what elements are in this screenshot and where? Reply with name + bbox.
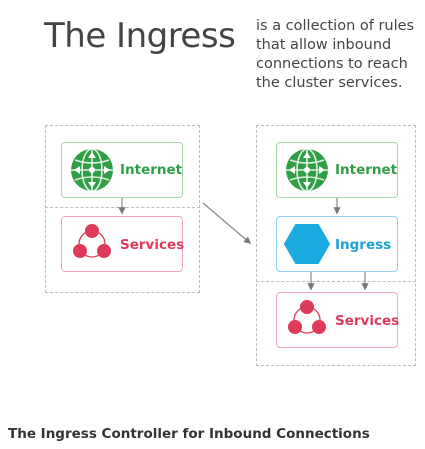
- diagram-title: The Ingress: [44, 16, 236, 56]
- right-services-label: Services: [335, 313, 400, 329]
- right-internet-label: Internet: [335, 162, 398, 178]
- left-panel: [45, 125, 200, 293]
- right-panel-divider: [256, 281, 416, 282]
- right-panel: [256, 125, 416, 366]
- right-ingress-node: Ingress: [276, 216, 398, 272]
- arrow-left-to-right-panel: [202, 202, 252, 244]
- globe-icon: [71, 148, 113, 192]
- left-services-label: Services: [120, 237, 185, 253]
- services-icon: [73, 224, 111, 258]
- right-services-node: Services: [276, 292, 400, 348]
- ingress-description: is a collection of rules that allow inbo…: [256, 18, 415, 91]
- right-ingress-label: Ingress: [335, 237, 392, 253]
- right-internet-node: Internet: [276, 142, 398, 198]
- left-internet-label: Internet: [120, 162, 183, 178]
- hexagon-icon: [284, 224, 330, 264]
- figure-caption: The Ingress Controller for Inbound Conne…: [8, 426, 370, 442]
- left-internet-node: Internet: [61, 142, 183, 198]
- services-icon: [288, 300, 326, 334]
- left-services-node: Services: [61, 216, 185, 272]
- globe-icon: [286, 148, 328, 192]
